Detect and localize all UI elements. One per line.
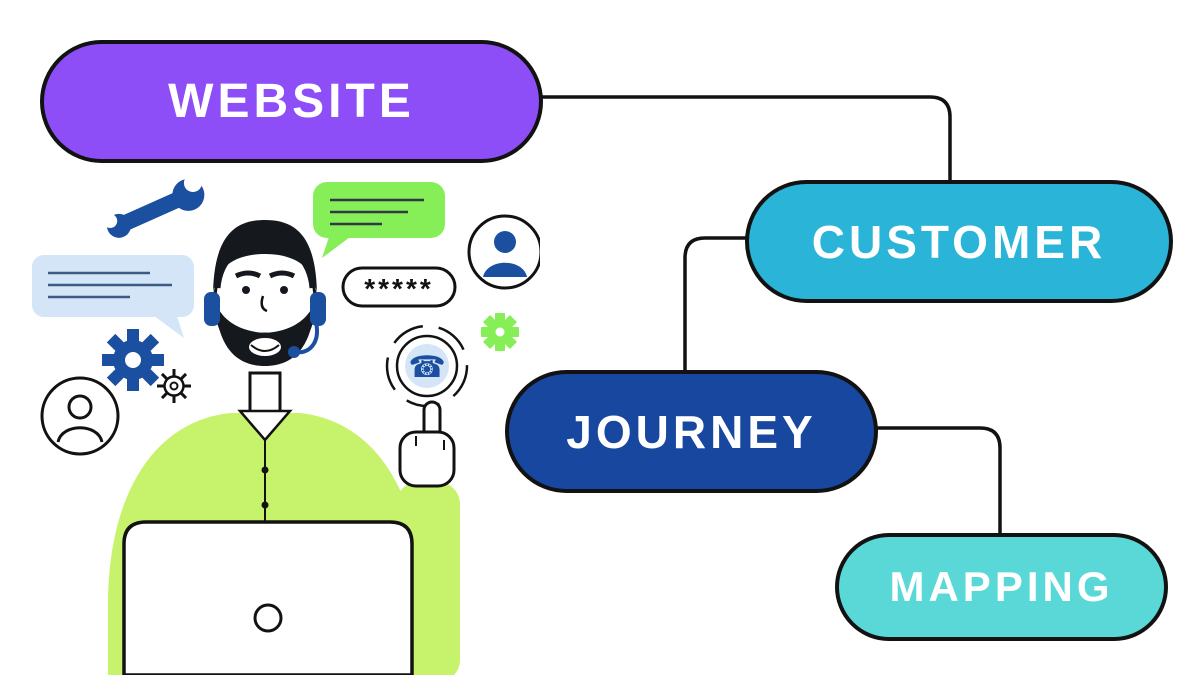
laptop-logo [253, 603, 283, 633]
neck [248, 371, 282, 417]
agent-head [204, 220, 326, 366]
node-customer: CUSTOMER [745, 180, 1173, 303]
connector-website-customer [535, 95, 952, 182]
headset-earcup-left [204, 292, 220, 326]
gear-icon-outline [157, 369, 191, 403]
node-website-label: WEBSITE [168, 75, 415, 128]
mustache [246, 332, 284, 341]
laptop [122, 520, 414, 675]
hair [213, 220, 317, 298]
gear-icon-blue [102, 329, 164, 391]
user-icon-blue [467, 214, 540, 290]
headset-band [213, 238, 317, 289]
mouth [249, 338, 281, 356]
password-field: ***** [341, 266, 457, 308]
connector-customer-journey [683, 236, 747, 372]
user-icon-outline [40, 376, 120, 456]
node-website: WEBSITE [40, 40, 543, 163]
support-agent-illustration: ***** ☎ [32, 174, 540, 675]
connector-journey-mapping [868, 426, 1002, 535]
speech-bubble-blue-icon [32, 255, 194, 338]
node-mapping-label: MAPPING [889, 563, 1114, 610]
phone-button-icon: ☎ [385, 324, 469, 408]
gear-icon-green [481, 313, 519, 351]
headset-mic [288, 346, 300, 358]
password-asterisks: ***** [364, 273, 433, 304]
node-customer-label: CUSTOMER [811, 215, 1107, 268]
support-agent [108, 220, 460, 675]
phone-glyph: ☎ [408, 350, 445, 385]
speech-bubble-green-icon [313, 182, 445, 258]
headset-earcup-right [310, 292, 326, 326]
node-journey: JOURNEY [505, 370, 878, 493]
node-mapping: MAPPING [835, 533, 1168, 641]
node-journey-label: JOURNEY [566, 405, 817, 458]
wrench-icon [103, 174, 205, 238]
collar [237, 409, 293, 442]
